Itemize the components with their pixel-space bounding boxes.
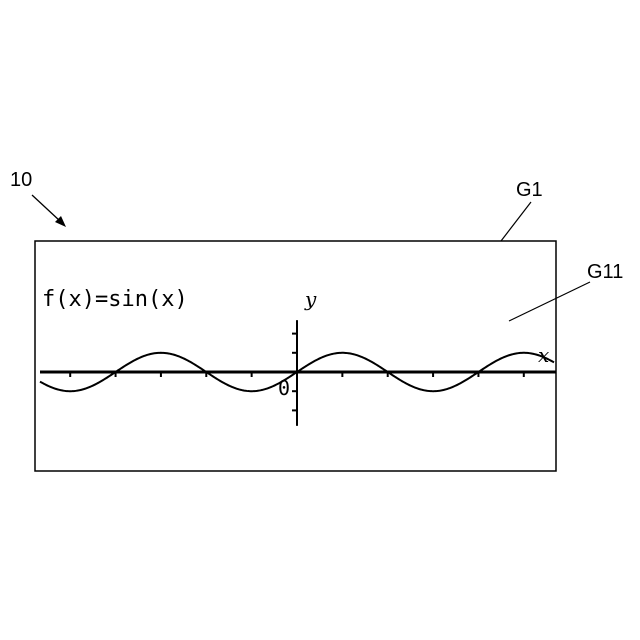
device-ref-arrow bbox=[32, 195, 66, 227]
screen-ref-leader bbox=[501, 202, 531, 241]
display-screen bbox=[35, 241, 556, 471]
graph-ref-label: G11 bbox=[587, 261, 623, 283]
device-ref-label: 10 bbox=[10, 169, 32, 191]
graph-ref-leader bbox=[509, 282, 590, 321]
screen-ref-label: G1 bbox=[516, 179, 543, 201]
y-axis-label: y bbox=[304, 287, 317, 311]
function-label: f(x)=sin(x) bbox=[42, 287, 188, 312]
